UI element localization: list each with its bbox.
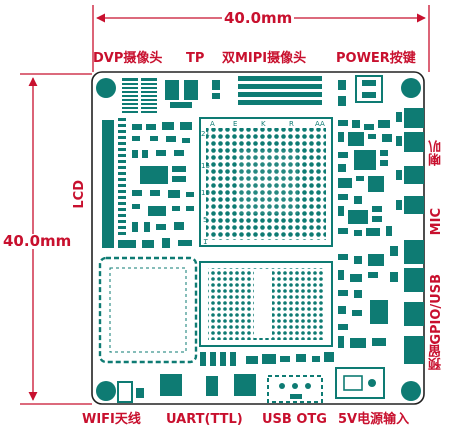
ruler-letter: E <box>233 120 237 128</box>
tp-connector <box>165 80 198 108</box>
ruler-letter: K <box>261 120 266 128</box>
ruler-letter: AA <box>315 120 325 128</box>
uart-label: UART(TTL) <box>166 412 243 427</box>
mounting-hole <box>96 381 116 401</box>
ruler-number: 21 <box>201 130 210 138</box>
mic-connector <box>396 166 424 214</box>
mounting-hole <box>401 381 421 401</box>
ruler-number: 15 <box>201 162 210 170</box>
dvp-camera-label: DVP摄像头 <box>93 51 163 66</box>
reserved-gpio-usb-label: 预留GPIO/USB <box>429 274 444 371</box>
tp-label: TP <box>186 51 205 66</box>
wifi-antenna-connector <box>117 381 144 403</box>
usb-otg-label: USB OTG <box>262 412 327 427</box>
mounting-hole <box>401 78 421 98</box>
power-button <box>338 75 383 106</box>
speaker-connector <box>396 108 424 152</box>
mounting-holes <box>96 78 421 401</box>
ruler-number: 10 <box>201 189 210 197</box>
ruler-number: 5 <box>203 216 207 224</box>
mic-label: MIC <box>429 208 444 236</box>
board-width-label: 40.0mm <box>222 9 295 27</box>
mipi-camera-connector <box>212 76 322 105</box>
dvp-camera-connector <box>122 78 157 113</box>
soc-number-marks: 21 15 10 5 1 <box>201 130 210 246</box>
soc-letter-marks: A E K R AA <box>210 120 325 128</box>
power-button-label: POWER按键 <box>336 51 416 66</box>
right-passives <box>338 120 392 236</box>
ruler-letter: R <box>289 120 294 128</box>
soc-bga-chip <box>199 117 333 247</box>
power-input-connector <box>335 367 385 399</box>
uart-header <box>160 374 256 396</box>
wifi-module <box>98 256 198 364</box>
lcd-label: LCD <box>72 180 87 209</box>
bottom-passives <box>200 352 334 366</box>
wifi-antenna-label: WIFI天线 <box>82 412 141 427</box>
mounting-hole <box>96 78 116 98</box>
lcd-connector <box>102 118 126 248</box>
gpio-usb-header <box>390 240 424 364</box>
power-input-label: 5V电源输入 <box>338 412 410 427</box>
ruler-number: 1 <box>203 238 207 246</box>
ddr-memory-chip <box>199 261 333 347</box>
usb-otg-connector <box>267 375 323 403</box>
ruler-letter: A <box>210 120 215 128</box>
speaker-label: 喇叭 <box>429 140 444 166</box>
lower-right-passives <box>338 254 388 348</box>
left-passives <box>118 122 194 248</box>
board-height-label: 40.0mm <box>2 232 73 250</box>
dual-mipi-camera-label: 双MIPI摄像头 <box>222 51 307 66</box>
